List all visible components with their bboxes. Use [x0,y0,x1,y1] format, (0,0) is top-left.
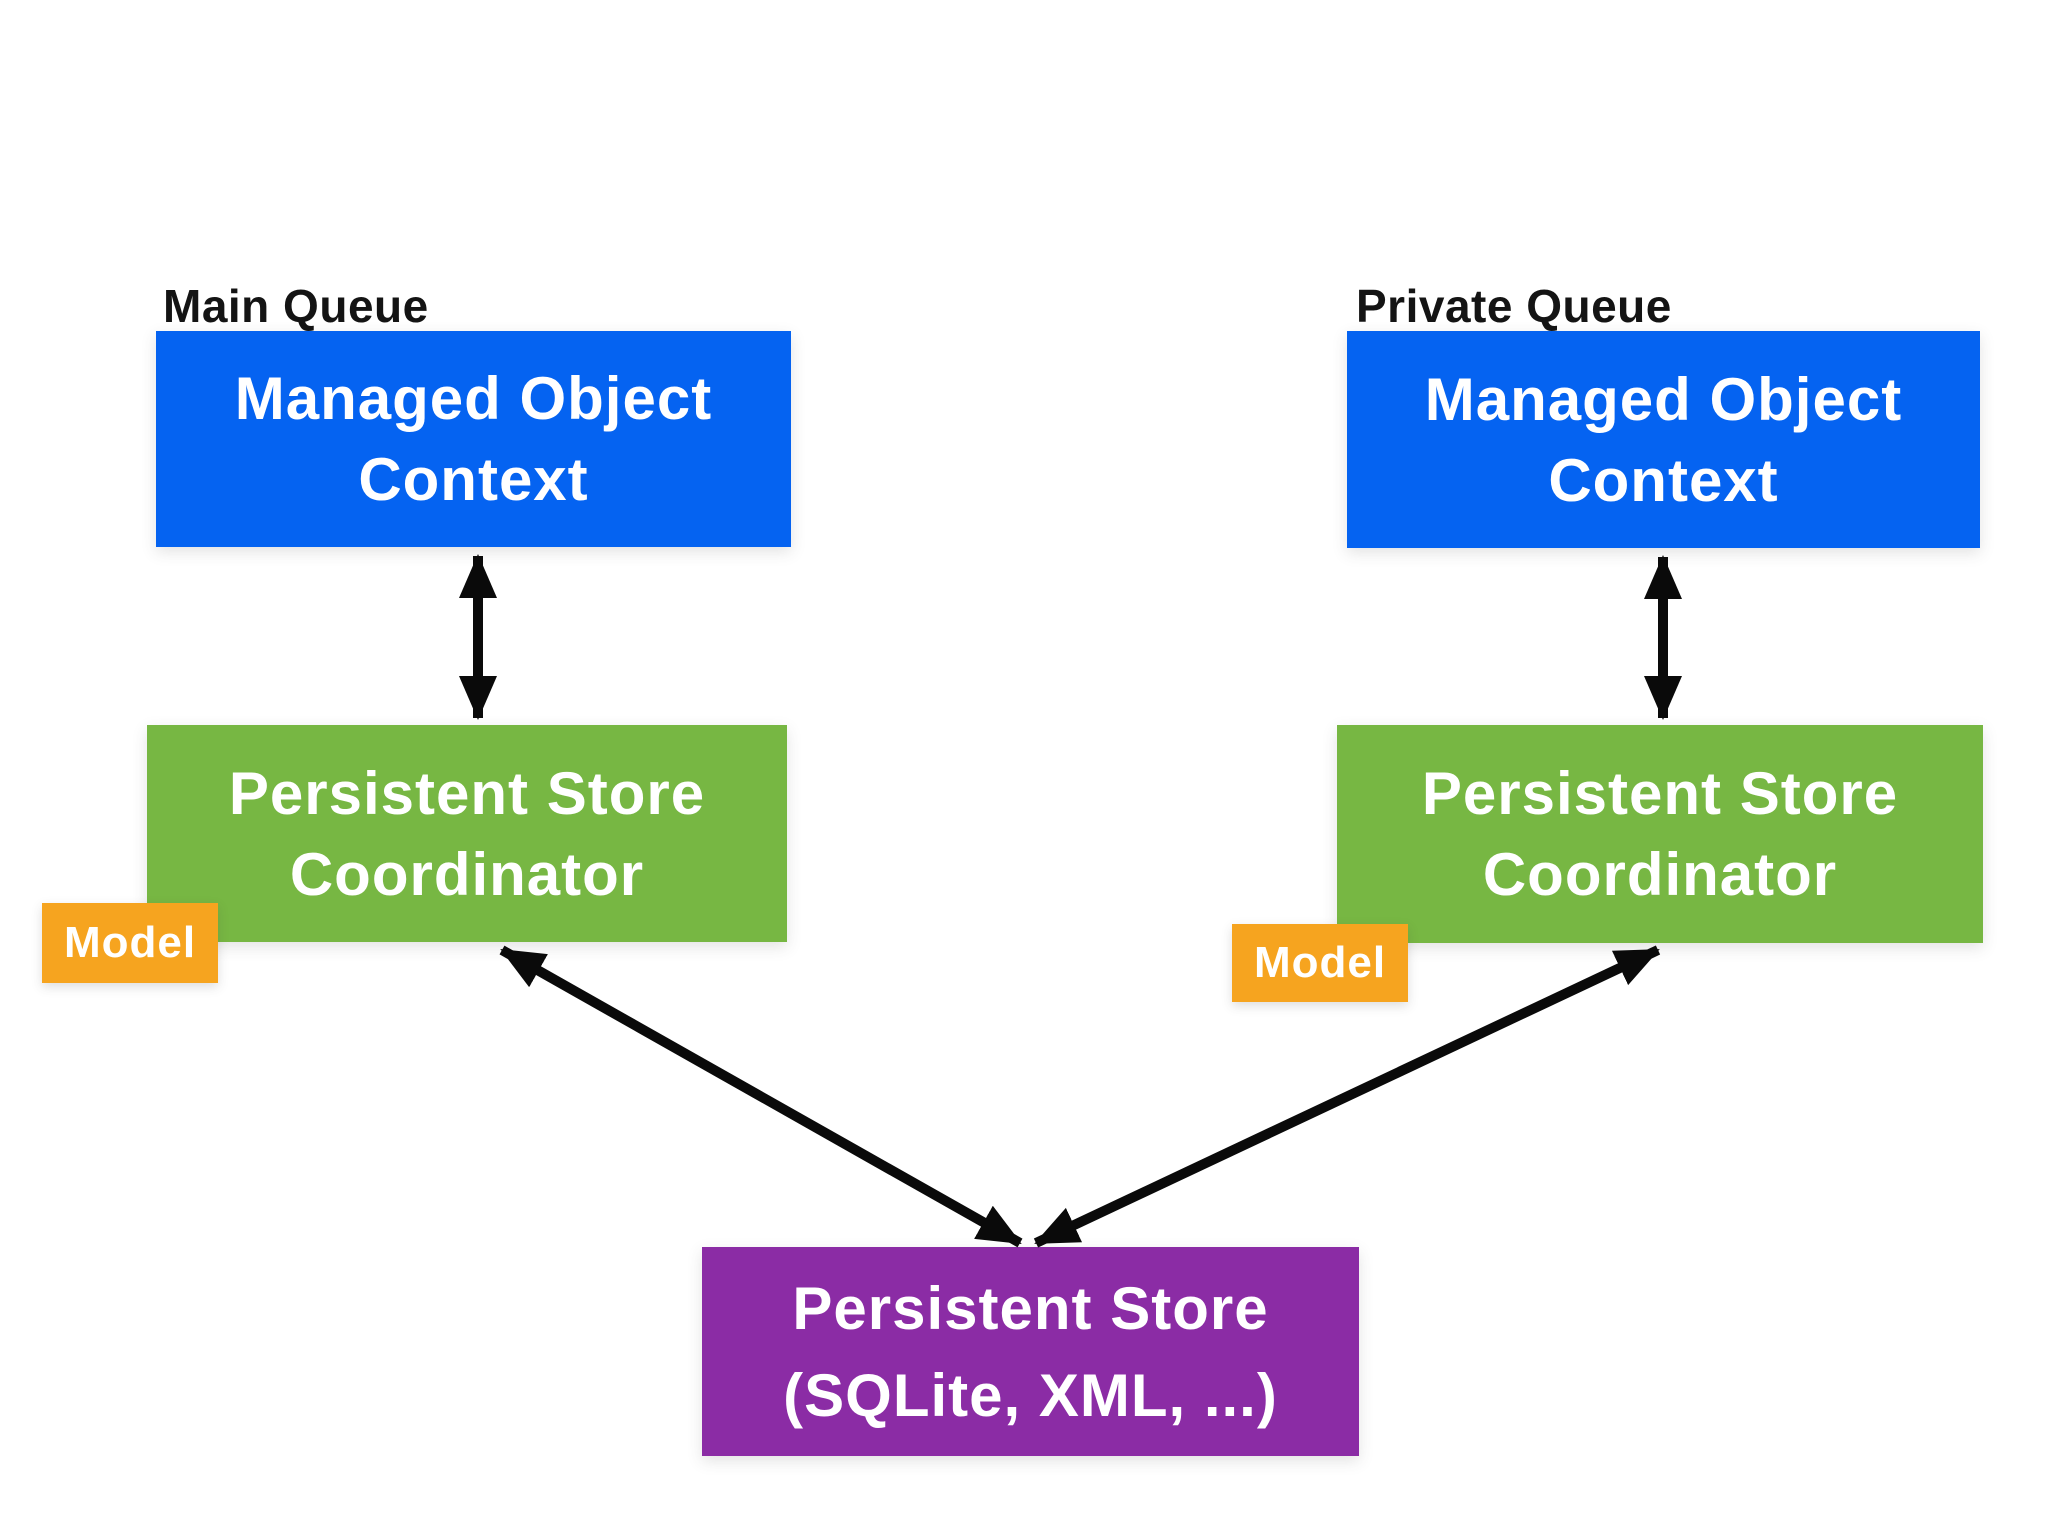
main-coordinator-store-arrow [499,945,1023,1248]
main-managed-object-context-node: Managed Object Context [156,331,791,547]
main-queue-label: Main Queue [163,280,429,332]
node-label-line: Context [358,446,589,513]
node-label-line: Managed Object [1424,365,1903,433]
node-label-line: Persistent Store [792,1274,1269,1342]
node-label-line: Managed Object [234,365,713,432]
node-label-line: Persistent Store [228,759,706,827]
private-model-badge: Model [1232,924,1408,1002]
node-label-line: Persistent Store [1421,760,1899,827]
badge-label: Model [63,918,197,967]
node-label-line: Context [1548,446,1779,514]
private-queue-label: Private Queue [1356,280,1672,332]
private-persistent-store-coordinator-node: Persistent Store Coordinator [1337,725,1983,943]
node-label-line: Coordinator [1482,841,1838,908]
main-persistent-store-coordinator-node: Persistent Store Coordinator [147,725,787,942]
node-label-line: (SQLite, XML, ...) [783,1361,1278,1429]
badge-label: Model [1253,938,1387,987]
main-model-badge: Model [42,903,218,983]
node-label-line: Coordinator [289,840,645,908]
persistent-store-node: Persistent Store (SQLite, XML, ...) [702,1247,1359,1456]
private-managed-object-context-node: Managed Object Context [1347,331,1980,548]
